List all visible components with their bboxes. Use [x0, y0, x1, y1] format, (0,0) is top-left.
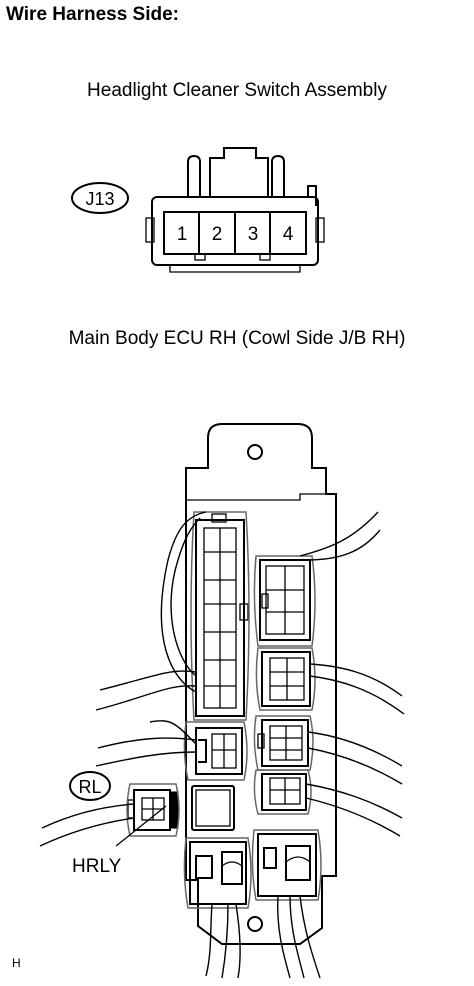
tall-connector: [190, 511, 250, 721]
pin-2-label: 2: [212, 224, 223, 245]
left-middle-connector: [183, 721, 248, 781]
pin-1-label: 1: [177, 224, 188, 245]
bottom-right-connector: [251, 829, 322, 901]
connector-rl: RL HRLY: [69, 771, 180, 877]
right-connector-4: [253, 769, 312, 815]
connector-code-label: RL: [78, 777, 101, 797]
relay-socket: [191, 785, 235, 831]
right-connector-1: [253, 555, 316, 647]
bottom-left-connector: [183, 837, 252, 909]
mounting-hole: [247, 444, 263, 460]
figure-code: H: [12, 956, 21, 970]
ecu-title: Main Body ECU RH (Cowl Side J/B RH): [68, 328, 406, 349]
harness-wires: [39, 511, 405, 979]
connector-code-bubble: [69, 771, 111, 801]
section-header: Wire Harness Side:: [6, 4, 180, 25]
right-connector-3: [253, 715, 314, 771]
connector-code-label: J13: [85, 189, 114, 209]
pin-4-label: 4: [283, 224, 294, 245]
leader-line: [115, 805, 167, 847]
connector-housing: [151, 196, 319, 266]
connector-code-bubble: [71, 182, 129, 214]
connector-lock-tab: [209, 147, 269, 198]
right-connector-2: [255, 647, 316, 711]
relay-label: HRLY: [72, 856, 122, 877]
mounting-hole: [247, 916, 263, 932]
junction-block-housing: [185, 423, 337, 945]
pin-3-label: 3: [248, 224, 259, 245]
connector-j13-title: Headlight Cleaner Switch Assembly: [87, 80, 387, 101]
relay-lock: [169, 791, 179, 829]
junction-block: [183, 423, 337, 945]
connector-j13: J13 1 2 3 4: [71, 147, 325, 273]
